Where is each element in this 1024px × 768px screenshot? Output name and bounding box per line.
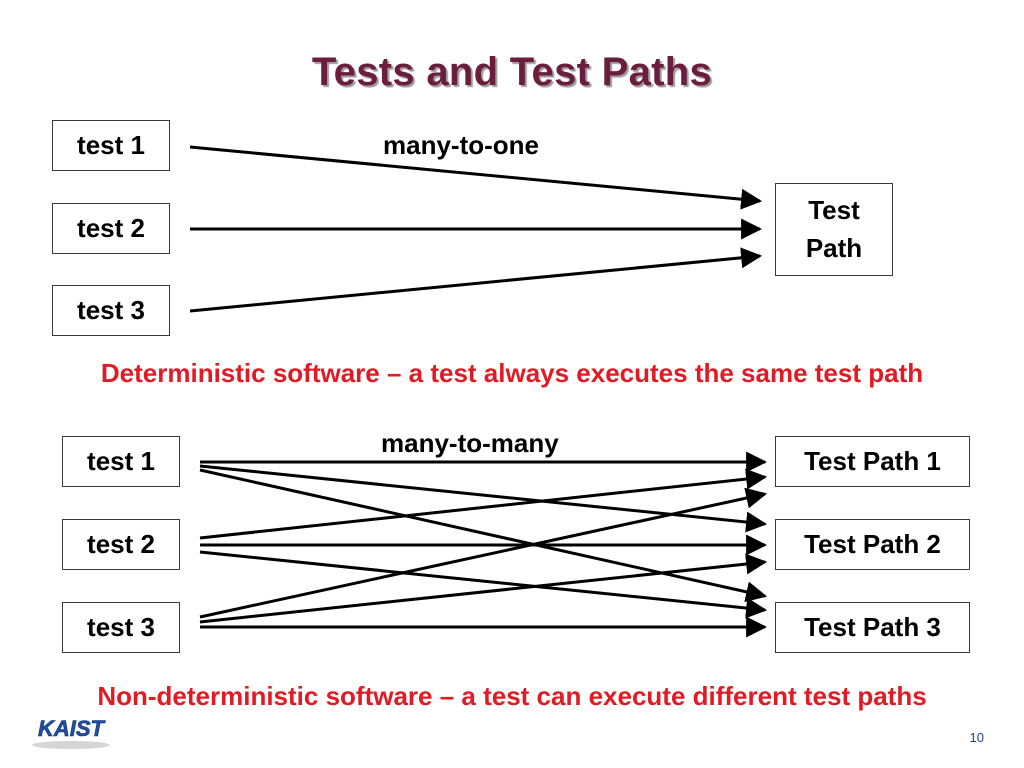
arrow-t3-p1: [199, 487, 768, 619]
non-deterministic-caption: Non-deterministic software – a test can …: [97, 681, 927, 711]
arrow-t1-p3: [199, 468, 768, 603]
test-path-2-box: Test Path 2: [775, 519, 970, 570]
top-test-2-box: test 2: [52, 203, 170, 254]
bottom-test-1-box: test 1: [62, 436, 180, 487]
arrow-t1-p2: [199, 464, 768, 533]
arrow-t2-p1: [199, 468, 768, 540]
page-number: 10: [969, 730, 984, 745]
test-path-line-2: Path: [805, 232, 863, 263]
arrow-t3-p2: [199, 553, 768, 624]
kaist-logo: KAIST: [32, 716, 110, 749]
bottom-test-1-label: test 1: [87, 445, 155, 476]
test-path-1-label: Test Path 1: [804, 445, 941, 476]
arrow-test1-to-path: [189, 145, 763, 210]
slide-title: Tests and Test Paths: [311, 50, 713, 94]
test-path-3-box: Test Path 3: [775, 602, 970, 653]
bottom-test-2-box: test 2: [62, 519, 180, 570]
many-to-one-label: many-to-one: [383, 130, 539, 160]
bottom-test-2-label: test 2: [87, 528, 155, 559]
test-path-3-label: Test Path 3: [804, 611, 941, 642]
bottom-test-3-box: test 3: [62, 602, 180, 653]
arrow-test3-to-path: [189, 247, 763, 313]
test-path-1-box: Test Path 1: [775, 436, 970, 487]
top-test-3-box: test 3: [52, 285, 170, 336]
deterministic-caption: Deterministic software – a test always e…: [100, 358, 924, 388]
test-path-2-label: Test Path 2: [804, 528, 941, 559]
top-test-2-label: test 2: [77, 212, 145, 243]
bottom-test-3-label: test 3: [87, 611, 155, 642]
many-to-many-label: many-to-many: [381, 428, 559, 458]
kaist-logo-text: KAIST: [38, 716, 106, 741]
arrow-t2-p3: [199, 550, 768, 619]
top-test-3-label: test 3: [77, 294, 145, 325]
test-path-line-1: Test: [808, 194, 860, 225]
top-test-1-label: test 1: [77, 129, 145, 160]
top-test-1-box: test 1: [52, 120, 170, 171]
top-test-path-box: Test Path: [775, 183, 893, 276]
